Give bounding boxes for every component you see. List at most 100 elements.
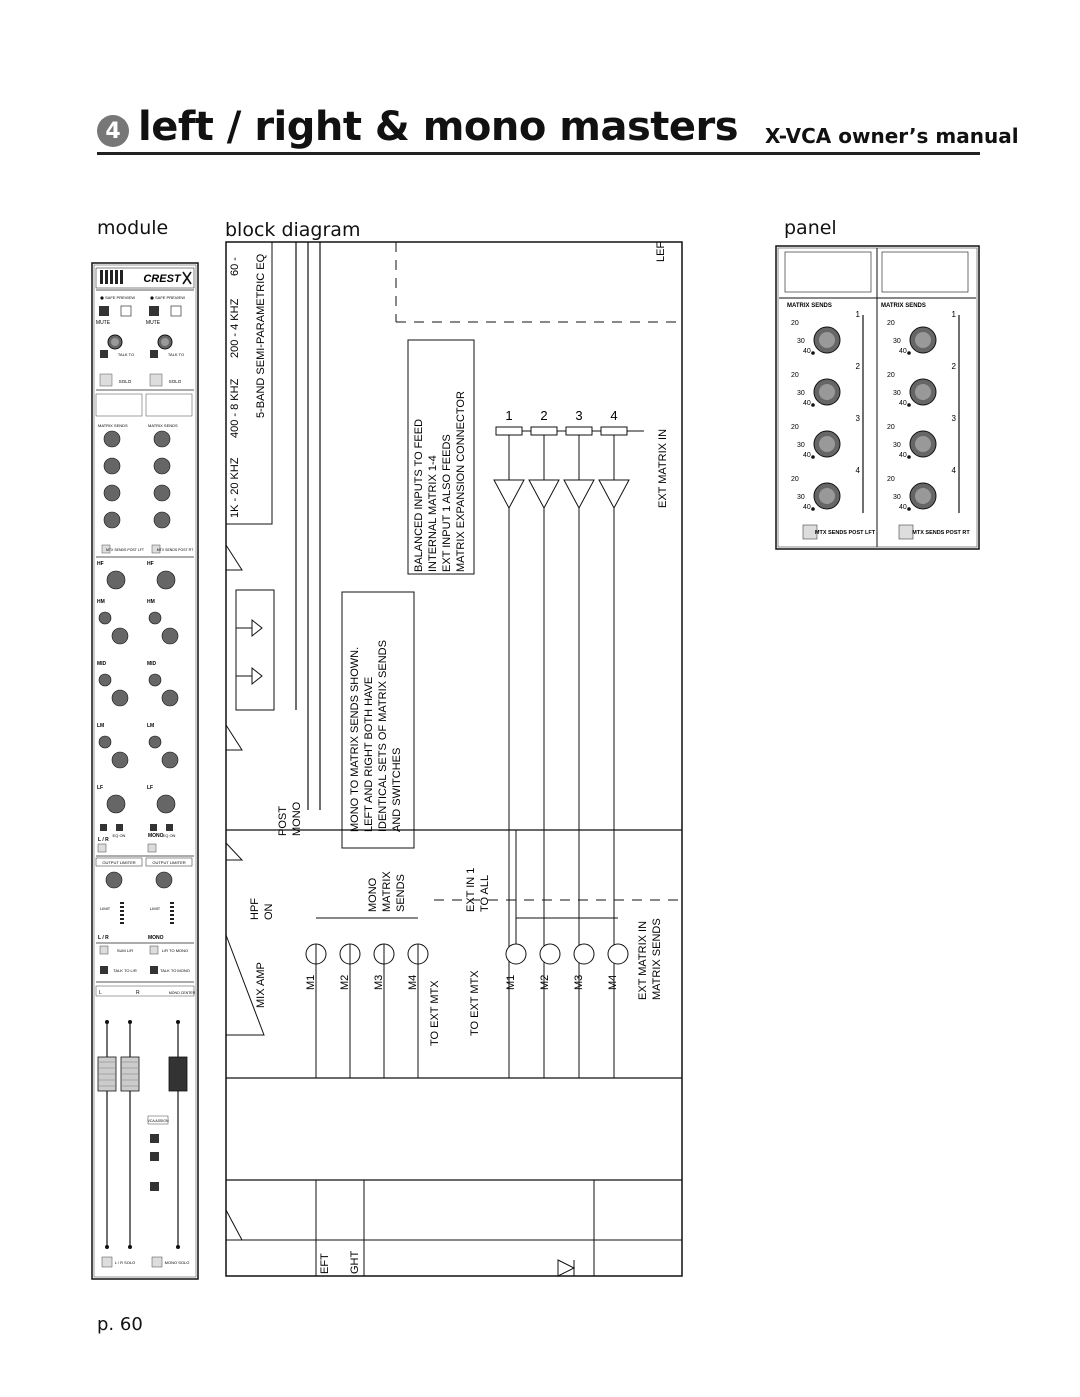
mono-label: MONO [291, 801, 303, 836]
lr-label: L / R [98, 935, 109, 941]
to-all-label: TO ALL [479, 875, 491, 912]
scale-30: 30 [893, 390, 901, 397]
m2-label: M2 [339, 975, 351, 990]
m4-label: M4 [607, 975, 619, 990]
mono-fader-cap[interactable] [168, 1056, 188, 1092]
panel-matrix-sends-label: MATRIX SENDS [881, 303, 926, 309]
mono-solo-button[interactable] [151, 1256, 163, 1268]
ext-matrix-in-sends-line2: MATRIX SENDS [651, 918, 663, 1000]
mono-note-line1: MONO TO MATRIX SENDS SHOWN. [349, 647, 361, 832]
safe-preview-label: SAFE PREVIEW [105, 295, 135, 300]
lr-to-mono-label: L/R TO MONO [162, 948, 188, 953]
eq-on-label: EQ ON [113, 833, 126, 838]
scale-40: 40 [899, 452, 907, 459]
page-number: p. 60 [97, 1314, 143, 1335]
eq-band-hf: HF [147, 561, 154, 567]
on-label: ON [263, 903, 275, 920]
block-diagram: 1K - 20 KHZ 400 - 8 KHZ 200 - 4 KHZ 60 -… [225, 240, 683, 1277]
talk-to-label: TALK TO [118, 352, 134, 357]
talk-to-lr-button[interactable] [100, 966, 108, 974]
mtx2-button[interactable] [170, 305, 182, 317]
mtx-sends-post-rt-label: MTX SENDS POST RT [157, 548, 194, 552]
mtx1-button[interactable] [120, 305, 132, 317]
mute-label: MUTE [146, 320, 161, 326]
scale-30: 30 [797, 338, 805, 345]
eq-band-mid: MID [147, 661, 157, 667]
panel-view: MATRIX SENDS MATRIX SENDS 1 2 3 4 1 2 3 … [775, 245, 980, 550]
scale-30: 30 [893, 338, 901, 345]
l-label: L [99, 990, 102, 996]
balanced-note-line4: MATRIX EXPANSION CONNECTOR [455, 391, 467, 572]
mute-button-right[interactable] [149, 306, 159, 316]
mono-matrix-sends-line1: MONO [367, 877, 379, 912]
chapter-title: left / right & mono masters [138, 104, 739, 150]
eq-band-lm: LM [97, 723, 104, 729]
sum-lr-button[interactable] [99, 945, 109, 955]
m1-label: M1 [305, 975, 317, 990]
eq-freq-60: 60 - [229, 257, 241, 276]
scale-20: 20 [887, 476, 895, 483]
scale-20: 20 [791, 320, 799, 327]
eq-freq-200-4khz: 200 - 4 KHZ [229, 298, 241, 358]
panel-matrix-sends-label: MATRIX SENDS [787, 303, 832, 309]
hpf-label: HPF [249, 898, 261, 920]
talk-to-label: TALK TO [168, 352, 184, 357]
r-label: R [136, 990, 140, 996]
balanced-note-line1: BALANCED INPUTS TO FEED [413, 419, 425, 572]
post-label: POST [277, 806, 289, 836]
scale-30: 30 [893, 442, 901, 449]
matrix-number-4: 4 [610, 408, 617, 423]
brand-logo: CREST [143, 273, 182, 285]
output-limiter-label: OUTPUT LIMITER [152, 860, 185, 865]
eq-title: 5-BAND SEMI-PARAMETRIC EQ [255, 253, 267, 418]
lr-solo-button[interactable] [101, 1256, 113, 1268]
panel-knob-4-label: 4 [952, 466, 957, 475]
panel-knob-3-label: 3 [856, 414, 861, 423]
panel-knob-3-label: 3 [952, 414, 957, 423]
ext-matrix-in-sends-line1: EXT MATRIX IN [637, 921, 649, 1000]
matrix-number-2: 2 [540, 408, 547, 423]
m2-label: M2 [539, 975, 551, 990]
mute-button-left[interactable] [99, 306, 109, 316]
vca-assign-label: VCA ASSIGN [147, 1119, 168, 1123]
section-heading-block-diagram: block diagram [225, 219, 361, 241]
eq-band-lf: LF [97, 785, 103, 791]
scale-30: 30 [797, 390, 805, 397]
talk-to-mono-button[interactable] [150, 966, 158, 974]
eq-band-hm: HM [97, 599, 105, 605]
solo-button-right[interactable] [149, 373, 163, 387]
scale-30: 30 [797, 494, 805, 501]
eq-band-lf: LF [147, 785, 153, 791]
left-fragment: EFT [319, 1253, 331, 1274]
panel-mtx-sends-post-lft-label: MTX SENDS POST LFT [815, 530, 876, 536]
module-strip: CREST SAFE PREVIEW SAFE PREVIEW MUTE MUT… [91, 262, 199, 1280]
talk-to-lr-label: TALK TO L/R [113, 968, 137, 973]
scale-40: 40 [803, 400, 811, 407]
lr-to-mono-button[interactable] [149, 945, 159, 955]
m3-label: M3 [573, 975, 585, 990]
talk-to-mono-label: TALK TO MONO [160, 968, 190, 973]
scale-20: 20 [791, 424, 799, 431]
eq-freq-1k-20khz: 1K - 20 KHZ [229, 457, 241, 518]
panel-knob-2-label: 2 [856, 362, 861, 371]
scale-20: 20 [791, 372, 799, 379]
manual-title: X-VCA owner’s manual [765, 124, 1019, 148]
panel-mtx-sends-post-rt-button[interactable] [898, 524, 914, 540]
scale-20: 20 [887, 424, 895, 431]
panel-mtx-sends-post-lft-button[interactable] [802, 524, 818, 540]
solo-button-left[interactable] [99, 373, 113, 387]
header-rule [97, 152, 980, 155]
mono-note-line3: IDENTICAL SETS OF MATRIX SENDS [377, 640, 389, 832]
to-ext-mtx-label: TO EXT MTX [469, 970, 481, 1036]
scale-40: 40 [803, 452, 811, 459]
scale-40: 40 [899, 348, 907, 355]
panel-knob-1-label: 1 [952, 310, 957, 319]
mono-center-label: MONO CENTER [169, 991, 196, 995]
mono-label: MONO [148, 833, 164, 839]
mono-matrix-sends-line3: SENDS [395, 874, 407, 912]
eq-band-hm: HM [147, 599, 155, 605]
chapter-number-badge: 4 [97, 115, 129, 147]
output-limiter-label: OUTPUT LIMITER [102, 860, 135, 865]
scale-40: 40 [899, 504, 907, 511]
solo-label: SOLO [169, 379, 182, 384]
